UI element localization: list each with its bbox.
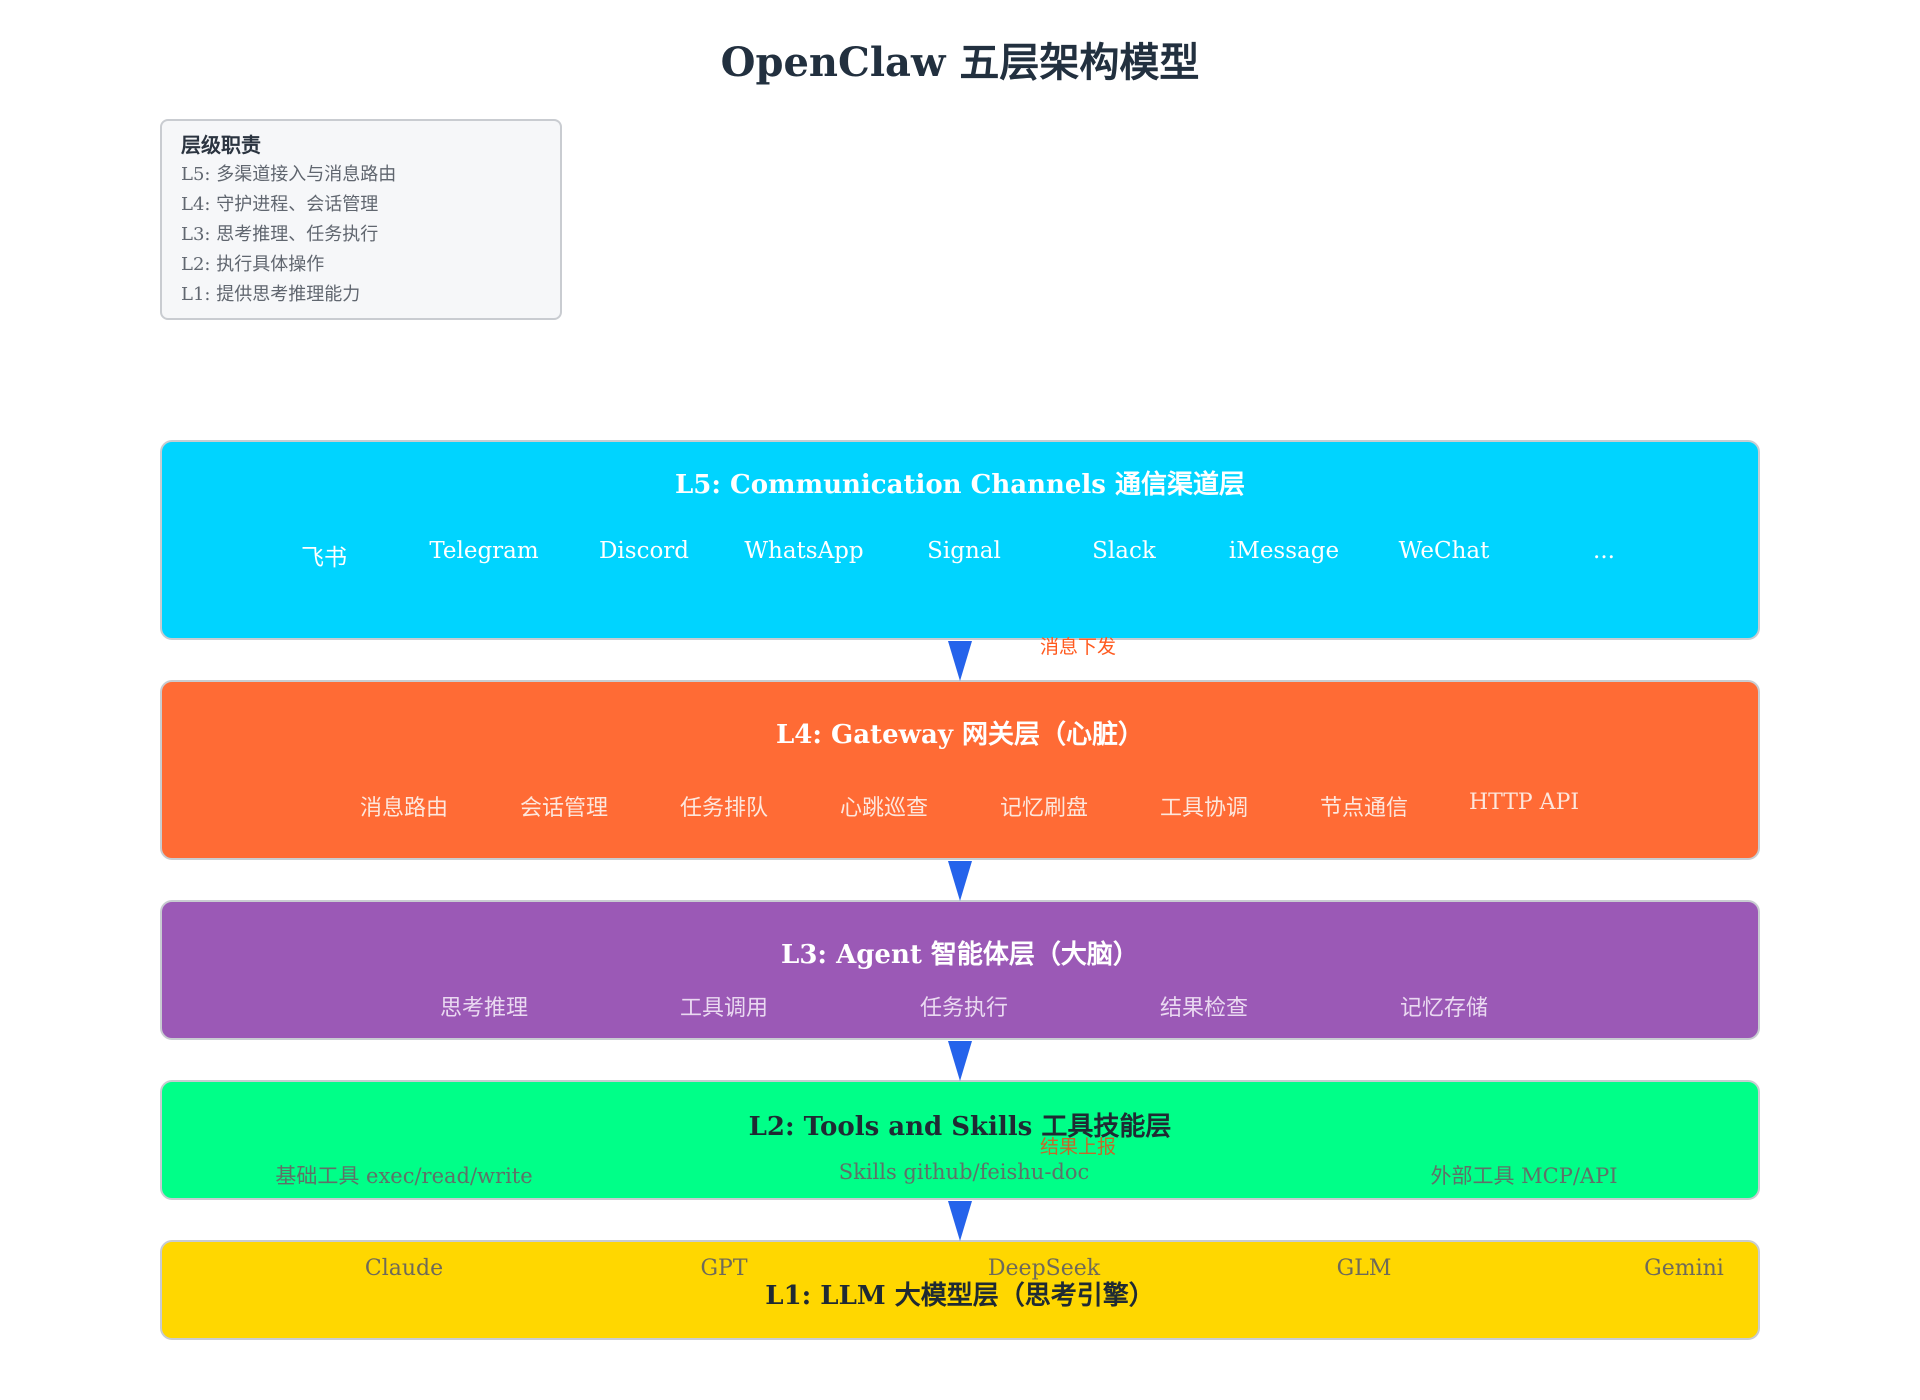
gateway-function-item: 心跳巡查	[839, 796, 929, 821]
legend-item-l4: L4: 守护进程、会话管理	[181, 194, 379, 215]
legend-item-l2: L2: 执行具体操作	[181, 254, 325, 275]
channel-item: Slack	[1092, 538, 1156, 564]
tool-category-item: 外部工具 MCP/API	[1430, 1164, 1618, 1188]
channel-item: WeChat	[1398, 538, 1490, 564]
layer-l2-title: L2: Tools and Skills 工具技能层	[748, 1112, 1172, 1142]
agent-function-item: 任务执行	[919, 996, 1009, 1021]
llm-model-item: GPT	[700, 1256, 748, 1281]
gateway-function-item: 会话管理	[519, 796, 609, 821]
legend-box: 层级职责 L5: 多渠道接入与消息路由 L4: 守护进程、会话管理 L3: 思考…	[160, 119, 562, 320]
layer-l3-title: L3: Agent 智能体层（大脑）	[781, 940, 1139, 970]
channel-item: Telegram	[429, 538, 539, 564]
agent-function-item: 思考推理	[439, 996, 529, 1021]
gateway-function-item: 节点通信	[1319, 796, 1409, 821]
channel-item: ...	[1593, 538, 1615, 564]
layer-l2-tools-and-skills: L2: Tools and Skills 工具技能层 基础工具 exec/rea…	[160, 1080, 1760, 1200]
channel-item: WhatsApp	[744, 538, 864, 564]
tool-category-item: Skills github/feishu-doc	[838, 1160, 1090, 1184]
agent-function-item: 结果检查	[1159, 996, 1249, 1021]
channel-item: Signal	[927, 538, 1001, 564]
gateway-function-item: HTTP API	[1468, 790, 1580, 815]
agent-function-item: 工具调用	[679, 996, 769, 1021]
llm-model-item: GLM	[1336, 1256, 1392, 1281]
layer-l5-communication-channels: L5: Communication Channels 通信渠道层 飞书 Tele…	[160, 440, 1760, 640]
arrow-down-icon	[948, 1041, 972, 1081]
legend-title: 层级职责	[181, 133, 261, 157]
gateway-function-item: 记忆刷盘	[999, 796, 1089, 821]
channel-item: 飞书	[301, 545, 347, 571]
arrow-down-icon	[948, 861, 972, 901]
page-title: OpenClaw 五层架构模型	[720, 39, 1200, 86]
gateway-function-item: 消息路由	[359, 796, 449, 821]
layer-l4-title: L4: Gateway 网关层（心脏）	[775, 720, 1144, 750]
layer-l4-gateway: L4: Gateway 网关层（心脏） 消息路由 会话管理 任务排队 心跳巡查 …	[160, 680, 1760, 860]
agent-function-item: 记忆存储	[1399, 996, 1489, 1021]
gateway-function-item: 任务排队	[679, 796, 769, 821]
channel-item: Discord	[598, 538, 690, 564]
arrow-down-icon	[948, 641, 972, 681]
layer-l1-llm: Claude GPT DeepSeek GLM Gemini L1: LLM 大…	[160, 1240, 1760, 1340]
gateway-function-item: 工具协调	[1159, 796, 1249, 821]
flow-label-result-up: 结果上报	[1040, 1136, 1117, 1158]
llm-model-item: Gemini	[1644, 1256, 1724, 1281]
layer-l1-title: L1: LLM 大模型层（思考引擎）	[765, 1281, 1155, 1311]
arrow-down-icon	[948, 1201, 972, 1241]
legend-item-l1: L1: 提供思考推理能力	[181, 284, 361, 305]
legend-item-l5: L5: 多渠道接入与消息路由	[181, 164, 397, 185]
legend-item-l3: L3: 思考推理、任务执行	[181, 224, 379, 245]
channel-item: iMessage	[1228, 538, 1340, 564]
tool-category-item: 基础工具 exec/read/write	[275, 1164, 533, 1188]
llm-model-item: DeepSeek	[987, 1256, 1101, 1281]
llm-model-item: Claude	[364, 1256, 444, 1281]
layer-l5-title: L5: Communication Channels 通信渠道层	[675, 470, 1245, 500]
layer-l3-agent: L3: Agent 智能体层（大脑） 思考推理 工具调用 任务执行 结果检查 记…	[160, 900, 1760, 1040]
flow-label-message-down: 消息下发	[1040, 636, 1117, 658]
